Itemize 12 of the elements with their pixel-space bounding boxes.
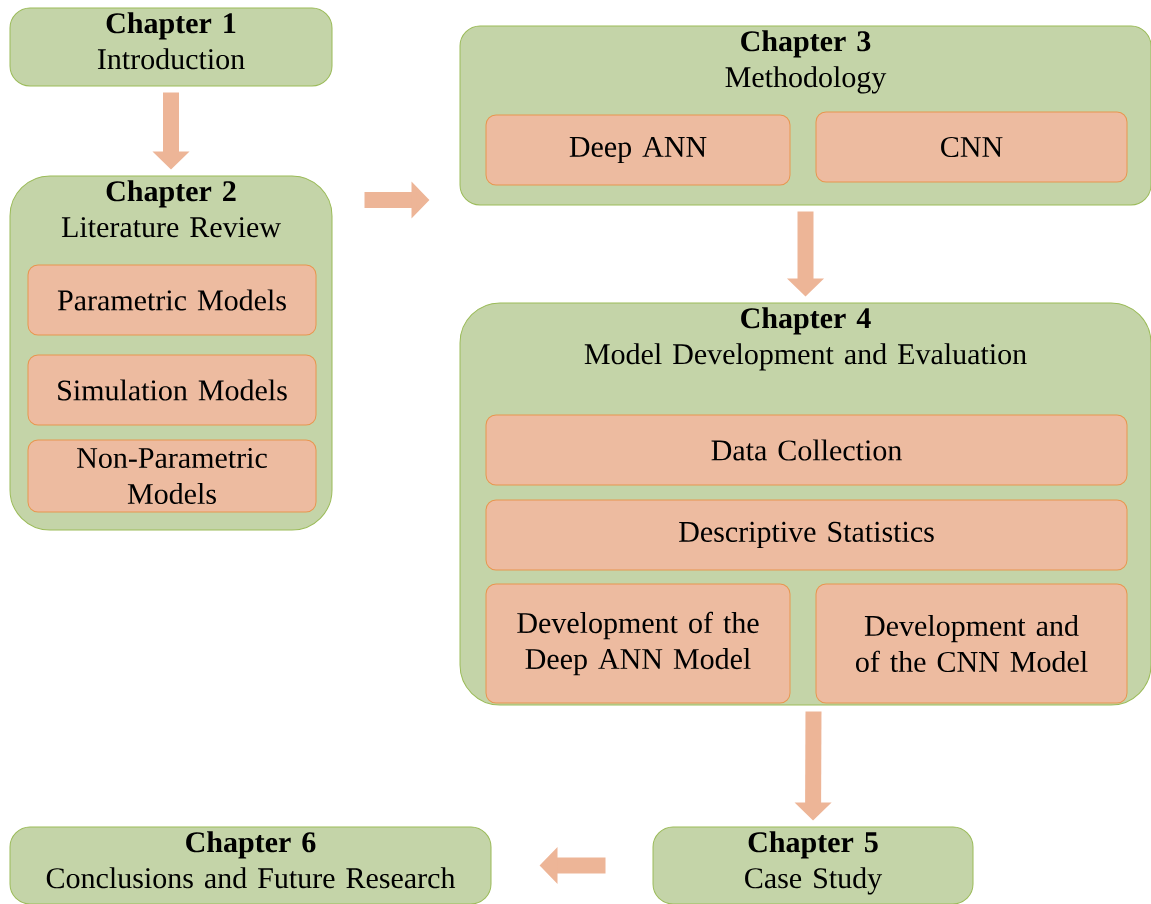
topic-box: Deep ANN [485,114,791,186]
topic-box: Development of the Deep ANN Model [485,583,791,704]
chapter-box: Chapter 5 Case Study [652,826,974,904]
chapter-box: Chapter 1 Introduction [9,7,333,87]
topic-box: CNN [815,111,1128,183]
topic-box: Development and of the CNN Model [815,583,1128,704]
topic-box: Parametric Models [27,264,317,336]
chapter-box: Chapter 6 Conclusions and Future Research [9,826,492,904]
topic-box: Non-Parametric Models [27,439,317,513]
topic-box: Descriptive Statistics [485,499,1128,571]
topic-box: Simulation Models [27,354,317,426]
topic-box: Data Collection [485,414,1128,486]
